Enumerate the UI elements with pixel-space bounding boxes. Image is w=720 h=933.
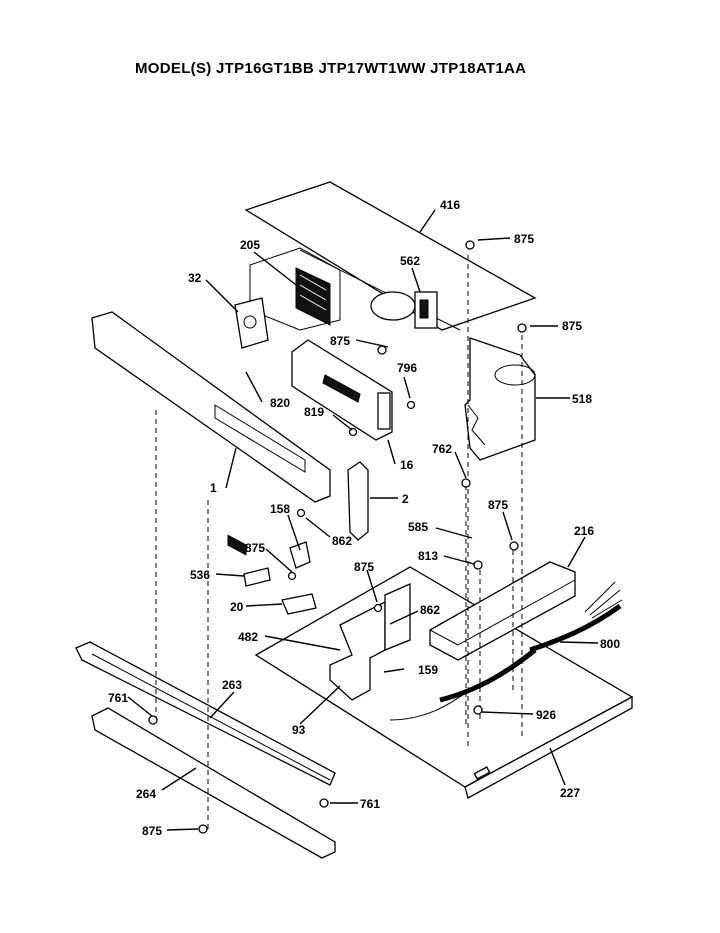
callout-813: 813 [418, 549, 438, 563]
blower-fan-part [370, 291, 438, 329]
callout-875-bottom: 875 [142, 824, 162, 838]
callout-1: 1 [210, 481, 217, 495]
callout-227: 227 [560, 786, 580, 800]
callout-16: 16 [400, 458, 414, 472]
callout-518: 518 [572, 392, 592, 406]
control-module-part [291, 339, 393, 441]
callout-875-right: 875 [562, 319, 582, 333]
callout-205: 205 [240, 238, 260, 252]
kick-panel-part [91, 707, 336, 859]
callout-762: 762 [432, 442, 452, 456]
callout-875-top: 875 [514, 232, 534, 246]
callout-875-bracket: 875 [245, 541, 265, 555]
callout-159: 159 [418, 663, 438, 677]
callout-263: 263 [222, 678, 242, 692]
callout-875-center: 875 [354, 560, 374, 574]
wire-cover-part [429, 561, 576, 661]
callout-862-upper: 862 [332, 534, 352, 548]
callout-819: 819 [304, 405, 324, 419]
switch-bracket-part [234, 297, 269, 349]
page-title: MODEL(S) JTP16GT1BB JTP17WT1WW JTP18AT1A… [135, 60, 527, 77]
callout-93: 93 [292, 723, 306, 737]
callout-585: 585 [408, 520, 428, 534]
callout-820: 820 [270, 396, 290, 410]
callout-416: 416 [440, 198, 460, 212]
callout-482: 482 [238, 630, 258, 644]
callout-875-mid: 875 [488, 498, 508, 512]
callout-20: 20 [230, 600, 244, 614]
leader-lines [127, 209, 599, 831]
callout-926: 926 [536, 708, 556, 722]
callout-796: 796 [397, 361, 417, 375]
alignment-lines [155, 255, 523, 830]
callout-labels: 416 875 205 562 32 875 875 796 518 820 8… [108, 198, 620, 838]
callout-875-module: 875 [330, 334, 350, 348]
side-trim-part [347, 461, 369, 541]
callout-536: 536 [190, 568, 210, 582]
bracket-parts [243, 541, 317, 615]
callout-2: 2 [402, 492, 409, 506]
harness-part [389, 581, 623, 721]
control-panel-part [91, 311, 331, 556]
callout-216: 216 [574, 524, 594, 538]
callout-562: 562 [400, 254, 420, 268]
screw-markers [148, 240, 527, 834]
callout-761-right: 761 [360, 797, 380, 811]
callout-264: 264 [136, 787, 156, 801]
side-bracket-part [464, 337, 536, 461]
callout-862-lower: 862 [420, 603, 440, 617]
callout-32: 32 [188, 271, 202, 285]
center-bracket-part [329, 583, 411, 701]
callout-158: 158 [270, 502, 290, 516]
callout-761-left: 761 [108, 691, 128, 705]
callout-800: 800 [600, 637, 620, 651]
